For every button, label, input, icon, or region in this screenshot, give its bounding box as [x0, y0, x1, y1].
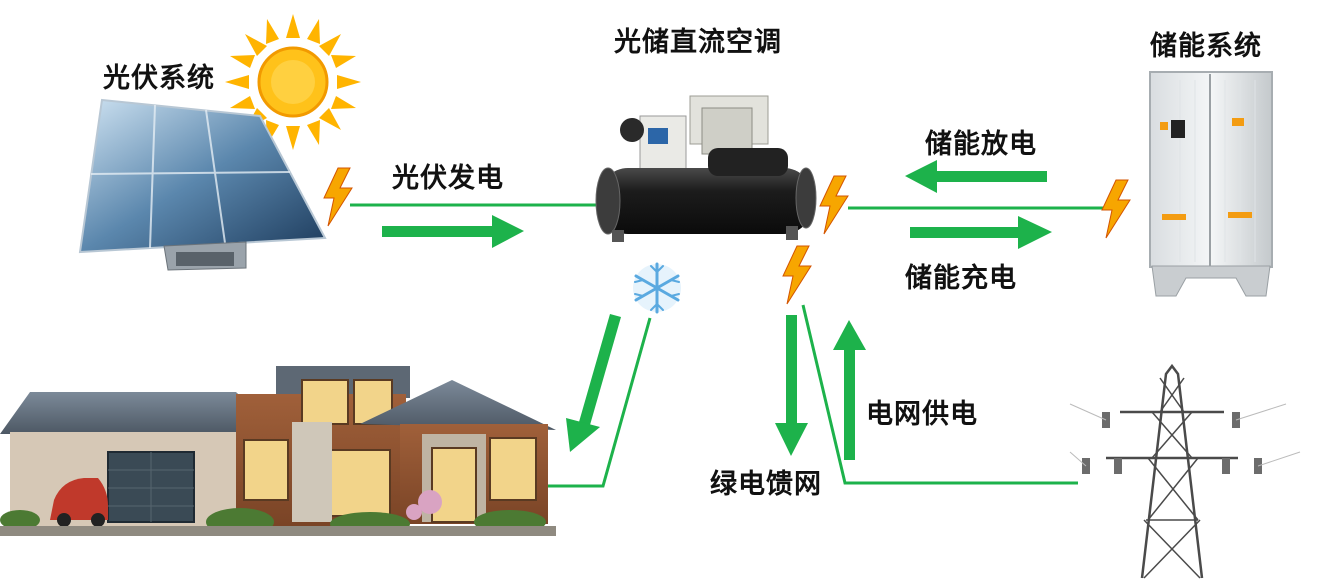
- lightning-icon: [324, 168, 352, 226]
- lightning-icon: [1102, 180, 1130, 238]
- lightning-icon: [783, 246, 811, 304]
- solar-panel-icon: [80, 100, 325, 270]
- pv-system-label: 光伏系统: [103, 56, 215, 95]
- snowflake-icon: [633, 264, 681, 312]
- storage-charge-arrow: [910, 216, 1052, 249]
- grid-supply-arrow: [833, 320, 866, 460]
- pv-generation-arrow: [382, 215, 524, 248]
- storage-discharge-label: 储能放电: [925, 122, 1037, 161]
- grid-supply-label: 电网供电: [866, 392, 978, 431]
- green-feed-arrow: [775, 315, 808, 456]
- storage-system-label: 储能系统: [1150, 24, 1262, 63]
- pylon-icon: [1070, 366, 1300, 578]
- green-feed-label: 绿电馈网: [710, 462, 822, 501]
- cooling-to-house-arrow: [566, 314, 621, 452]
- lightning-icon: [820, 176, 848, 234]
- storage-cabinet-icon: [1150, 72, 1272, 296]
- storage-charge-label: 储能充电: [905, 256, 1017, 295]
- storage-discharge-arrow: [905, 160, 1047, 193]
- house-icon: [0, 366, 556, 536]
- pv-generation-label: 光伏发电: [392, 156, 504, 195]
- chiller-unit-icon: [596, 96, 816, 242]
- pv-ac-label: 光储直流空调: [614, 20, 782, 59]
